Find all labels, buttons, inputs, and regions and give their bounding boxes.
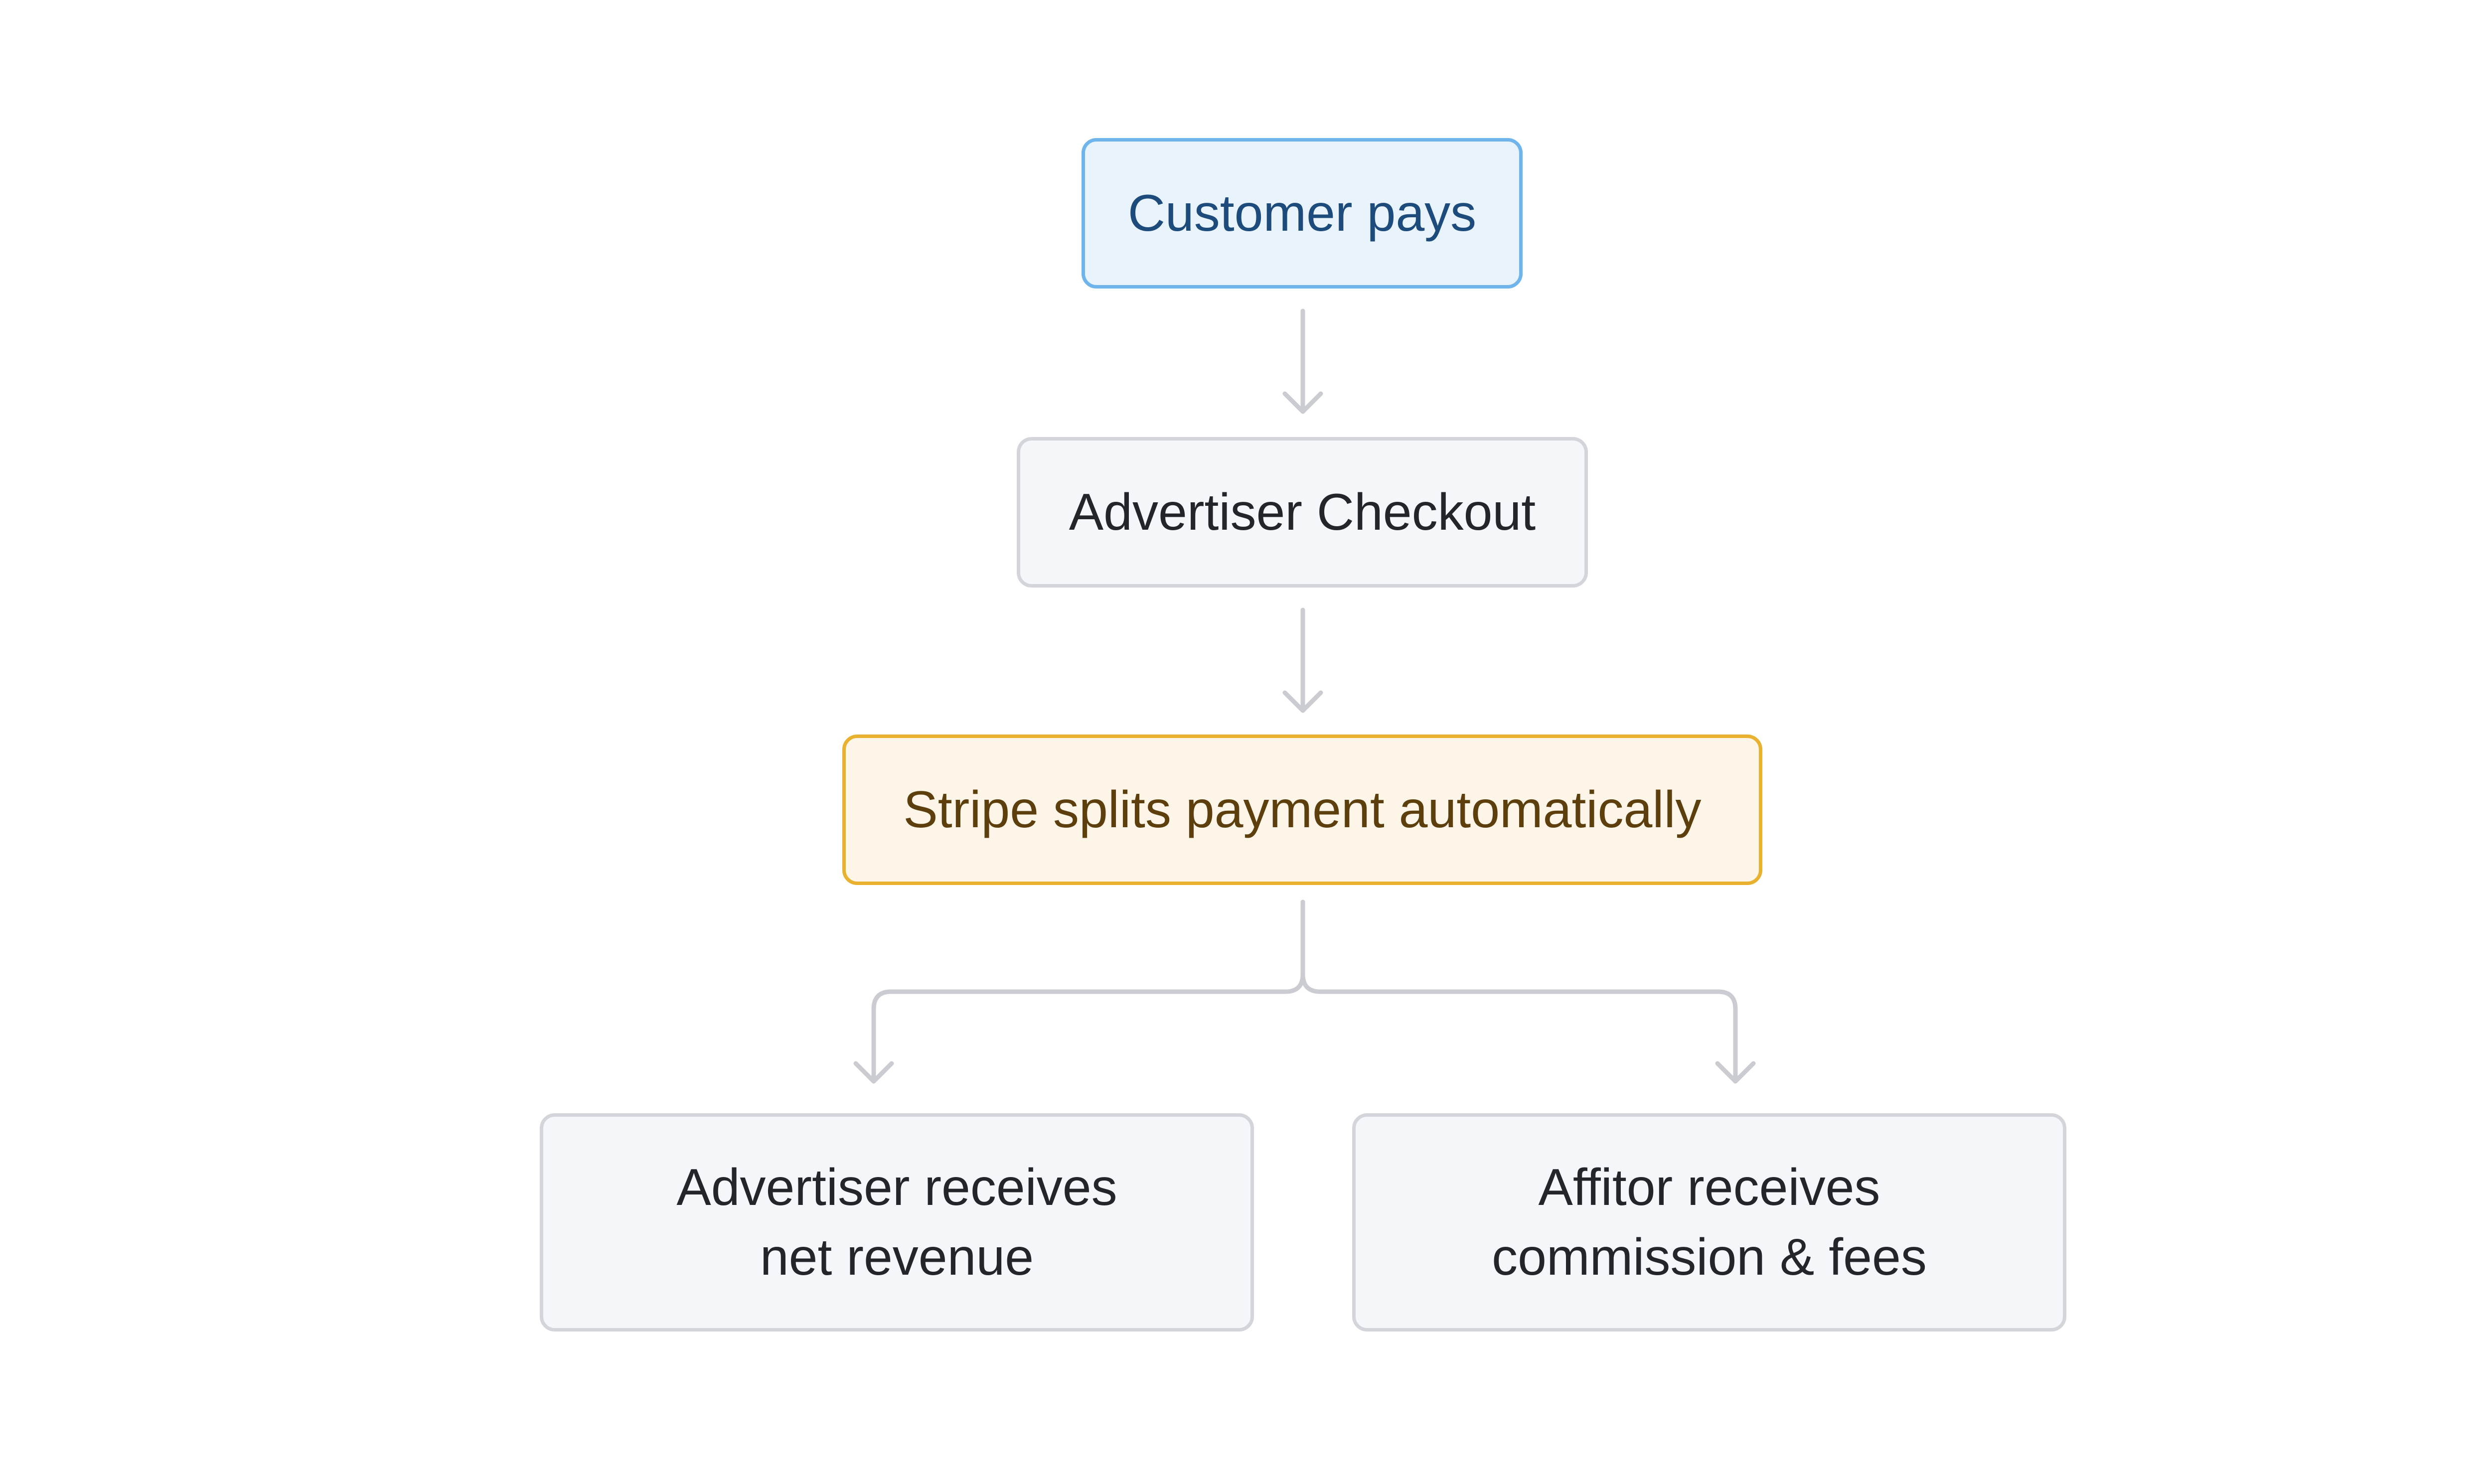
arrow-stripe-to-advertiser	[853, 899, 1305, 1084]
node-advertiser-checkout-label: Advertiser Checkout	[1069, 483, 1536, 541]
node-customer-pays: Customer pays	[1082, 138, 1523, 289]
node-advertiser-receives: Advertiser receives net revenue	[540, 1113, 1254, 1332]
node-advertiser-receives-line1: Advertiser receives	[676, 1159, 1117, 1216]
arrow-checkout-to-stripe	[1282, 607, 1323, 713]
node-advertiser-receives-line2: net revenue	[760, 1228, 1034, 1286]
arrow-stripe-to-affitor	[1300, 972, 1756, 1084]
arrow-customer-to-checkout	[1282, 308, 1323, 414]
node-affitor-receives: Affitor receives commission & fees	[1352, 1113, 2066, 1332]
node-affitor-receives-line2: commission & fees	[1492, 1228, 1927, 1286]
node-affitor-receives-line1: Affitor receives	[1538, 1159, 1880, 1216]
node-stripe-split: Stripe splits payment automatically	[842, 735, 1762, 885]
node-stripe-split-label: Stripe splits payment automatically	[903, 781, 1702, 839]
node-customer-pays-label: Customer pays	[1127, 184, 1477, 242]
node-advertiser-checkout: Advertiser Checkout	[1017, 437, 1588, 588]
